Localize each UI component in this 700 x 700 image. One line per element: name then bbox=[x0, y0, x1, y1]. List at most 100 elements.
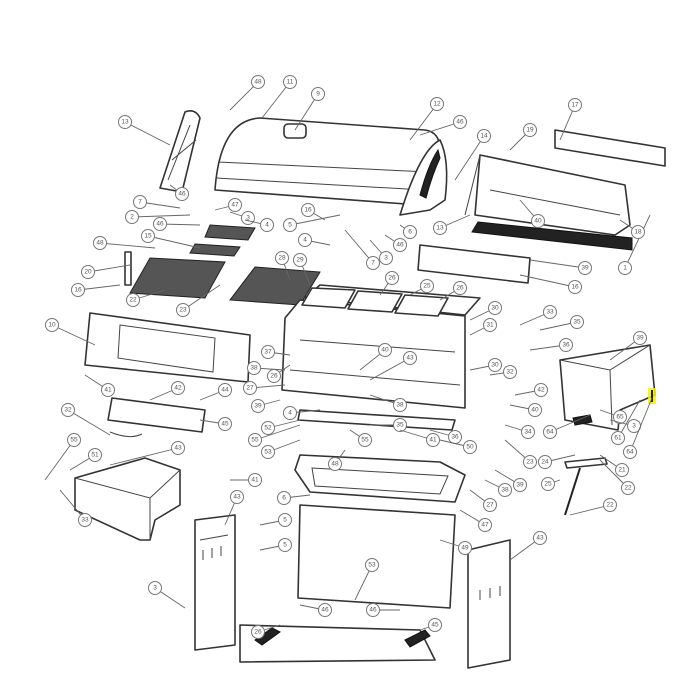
callout-number: 53 bbox=[368, 562, 376, 569]
callout-number: 41 bbox=[104, 387, 112, 394]
caster-leg bbox=[564, 457, 608, 469]
callout-bubble bbox=[430, 97, 444, 111]
callout-number: 46 bbox=[396, 242, 404, 249]
callout-bubble bbox=[541, 477, 555, 491]
leader-line bbox=[289, 214, 341, 226]
callout-number: 40 bbox=[531, 407, 539, 414]
callout-number: 5 bbox=[288, 222, 292, 229]
callout-number: 22 bbox=[606, 502, 614, 509]
callout-bubble bbox=[528, 403, 542, 417]
callout-number: 26 bbox=[270, 373, 278, 380]
callout-bubble bbox=[498, 483, 512, 497]
callout-number: 12 bbox=[433, 101, 441, 108]
left-side-shelf bbox=[74, 457, 181, 541]
left-support-post bbox=[124, 251, 132, 286]
side-burner-grate-bar bbox=[471, 221, 633, 251]
callout-28: 28 bbox=[275, 251, 291, 281]
callout-number: 22 bbox=[624, 485, 632, 492]
leader-line bbox=[51, 324, 96, 346]
callout-bubble bbox=[61, 403, 75, 417]
callout-bubble bbox=[45, 318, 59, 332]
callout-24: 24 bbox=[538, 454, 576, 469]
callout-number: 46 bbox=[156, 221, 164, 228]
callout-bubble bbox=[366, 603, 380, 617]
callout-number: 37 bbox=[264, 349, 272, 356]
callout-number: 65 bbox=[616, 414, 624, 421]
cabinet-left-door bbox=[194, 514, 236, 651]
callout-55: 55 bbox=[349, 429, 372, 447]
callout-number: 42 bbox=[537, 387, 545, 394]
callout-30: 30 bbox=[469, 358, 502, 372]
leader-line bbox=[124, 121, 171, 146]
leader-line bbox=[419, 121, 461, 136]
grease-tray bbox=[294, 454, 466, 503]
callout-bubble bbox=[88, 448, 102, 462]
leader-line bbox=[549, 414, 591, 433]
callout-25: 25 bbox=[541, 477, 561, 491]
callout-bubble bbox=[261, 345, 275, 359]
callout-bubble bbox=[171, 381, 185, 395]
callout-bubble bbox=[543, 425, 557, 439]
callout-number: 4 bbox=[288, 410, 292, 417]
callout-number: 41 bbox=[251, 477, 259, 484]
callout-32: 32 bbox=[61, 403, 111, 436]
callout-number: 13 bbox=[436, 225, 444, 232]
callout-number: 48 bbox=[331, 461, 339, 468]
callout-7: 7 bbox=[344, 229, 380, 270]
callout-number: 29 bbox=[296, 257, 304, 264]
callout-4: 4 bbox=[244, 218, 274, 232]
leader-line bbox=[624, 214, 651, 269]
callout-number: 51 bbox=[91, 452, 99, 459]
callout-bubble bbox=[78, 513, 92, 527]
callout-bubble bbox=[148, 581, 162, 595]
callout-22: 22 bbox=[569, 498, 617, 516]
callout-64: 64 bbox=[623, 397, 653, 459]
callout-number: 55 bbox=[361, 437, 369, 444]
callout-42: 42 bbox=[149, 381, 185, 401]
callout-number: 23 bbox=[179, 307, 187, 314]
callout-bubble bbox=[251, 399, 265, 413]
callout-bubble bbox=[251, 625, 265, 639]
callout-number: 7 bbox=[138, 199, 142, 206]
callout-bubble bbox=[126, 293, 140, 307]
callout-number: 50 bbox=[466, 444, 474, 451]
callout-bubble bbox=[393, 238, 407, 252]
callout-number: 38 bbox=[501, 487, 509, 494]
callout-number: 39 bbox=[581, 265, 589, 272]
callout-number: 39 bbox=[516, 482, 524, 489]
callout-46: 46 bbox=[419, 115, 467, 136]
callout-bubble bbox=[118, 115, 132, 129]
callout-bubble bbox=[615, 463, 629, 477]
callout-bubble bbox=[483, 318, 497, 332]
leader-line bbox=[519, 274, 576, 288]
callout-bubble bbox=[125, 210, 139, 224]
callout-bubble bbox=[521, 425, 535, 439]
callout-number: 3 bbox=[384, 255, 388, 262]
callout-number: 10 bbox=[48, 322, 56, 329]
callout-31: 31 bbox=[469, 318, 497, 336]
callout-43: 43 bbox=[369, 351, 417, 381]
callout-bubble bbox=[403, 351, 417, 365]
callout-bubble bbox=[534, 383, 548, 397]
callout-number: 23 bbox=[526, 459, 534, 466]
callout-bubble bbox=[230, 490, 244, 504]
callout-bubble bbox=[483, 498, 497, 512]
callout-33: 33 bbox=[59, 489, 92, 527]
callout-bubble bbox=[393, 418, 407, 432]
callout-bubble bbox=[559, 338, 573, 352]
callout-13: 13 bbox=[118, 115, 171, 146]
callout-53: 53 bbox=[261, 439, 301, 459]
callout-4: 4 bbox=[283, 406, 321, 420]
callout-bubble bbox=[283, 406, 297, 420]
callout-number: 11 bbox=[287, 79, 294, 86]
callout-number: 24 bbox=[541, 459, 549, 466]
callout-49: 49 bbox=[439, 539, 472, 555]
callout-12: 12 bbox=[409, 97, 444, 141]
side-burner-knob bbox=[572, 414, 593, 426]
callout-number: 43 bbox=[536, 535, 544, 542]
callout-22: 22 bbox=[126, 289, 166, 307]
callout-number: 39 bbox=[636, 335, 644, 342]
callout-41: 41 bbox=[230, 473, 262, 487]
lid-handle-thermometer bbox=[283, 123, 307, 139]
callout-bubble bbox=[141, 229, 155, 243]
